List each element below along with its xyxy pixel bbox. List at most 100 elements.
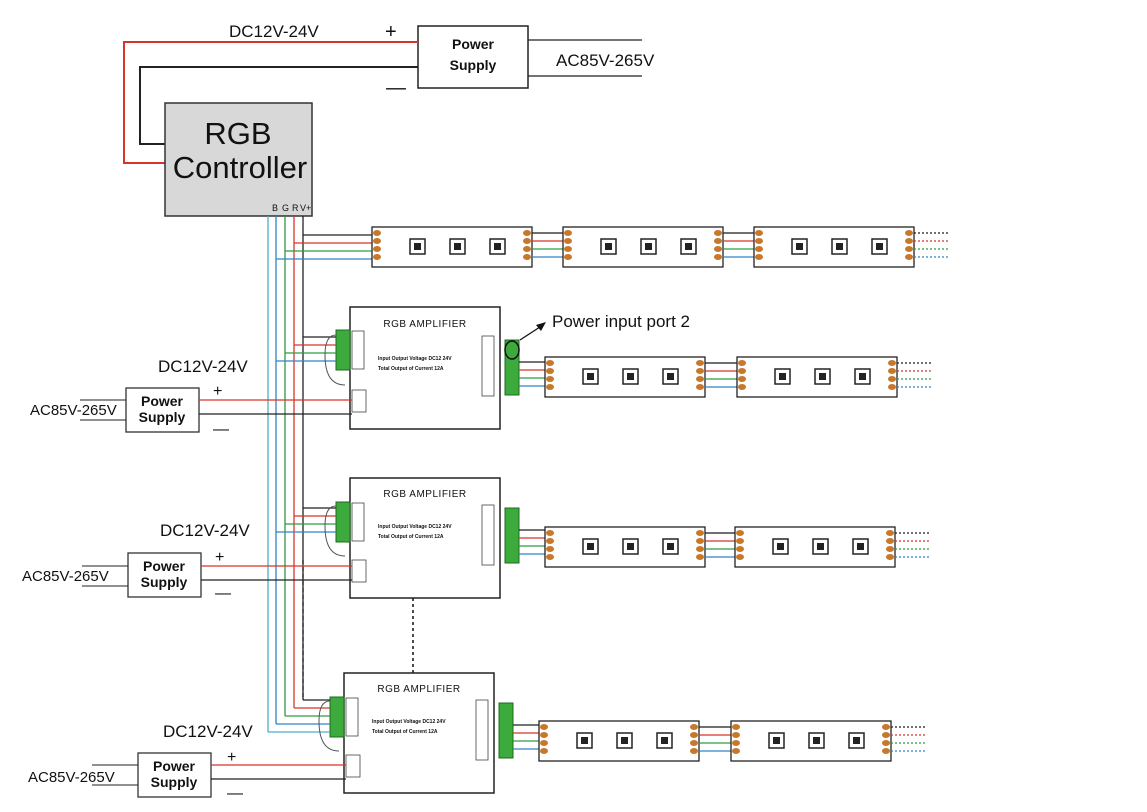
amp1-input-terminal — [335, 329, 351, 371]
led-chip-core — [605, 243, 612, 250]
amp2-output-label-box — [481, 504, 495, 566]
led-chip-core — [667, 373, 674, 380]
amp1-plus: + — [213, 383, 222, 400]
copper-pad — [714, 230, 722, 236]
controller-box — [164, 102, 313, 217]
copper-pad — [888, 368, 896, 374]
copper-pad — [738, 360, 746, 366]
amp1-minus: — — [213, 421, 229, 438]
led-chip-core — [853, 737, 860, 744]
copper-pad — [888, 384, 896, 390]
led-chip-core — [685, 243, 692, 250]
led-chip-core — [819, 373, 826, 380]
amplifier-spec2-1: Total Output of Current 12A — [378, 366, 444, 372]
copper-pad — [690, 748, 698, 754]
copper-pad — [714, 254, 722, 260]
led-strip-segment — [562, 226, 724, 268]
copper-pad — [546, 368, 554, 374]
copper-pad — [540, 724, 548, 730]
rgb-controller: RGB Controller B G R V+ — [164, 102, 313, 217]
led-chip-core — [661, 737, 668, 744]
amp3-ps-label-1: Power — [153, 758, 196, 774]
top-power-section: Power Supply AC85V-265V DC12V-24V + — — [123, 21, 655, 164]
amp3-output-terminal — [498, 702, 514, 759]
led-strip-segment — [544, 356, 706, 398]
copper-pad — [540, 732, 548, 738]
led-chip-core — [621, 737, 628, 744]
amp2-minus: — — [215, 585, 231, 602]
controller-pin-b: B — [272, 203, 278, 213]
copper-pad — [696, 554, 704, 560]
copper-pad — [373, 238, 381, 244]
led-strips — [371, 226, 949, 762]
copper-pad — [690, 740, 698, 746]
amp3-power-terminal — [345, 754, 361, 778]
amplifier-box-2 — [349, 477, 501, 599]
copper-pad — [905, 238, 913, 244]
copper-pad — [882, 724, 890, 730]
amp1-output-label-box — [481, 335, 495, 397]
copper-pad — [736, 546, 744, 552]
top-minus-sign: — — [386, 77, 406, 99]
copper-pad — [696, 384, 704, 390]
copper-pad — [888, 360, 896, 366]
copper-pad — [905, 246, 913, 252]
top-ac-input-label: AC85V-265V — [556, 51, 655, 70]
amp1-output-terminal — [504, 339, 520, 396]
power-input-port-highlight — [504, 340, 520, 360]
amp2-plus: + — [215, 549, 224, 566]
led-strip-segment — [371, 226, 533, 268]
copper-pad — [736, 554, 744, 560]
top-negative-wire — [139, 66, 418, 145]
amp1-ps-label-2: Supply — [139, 409, 186, 425]
amp2-power-supply-box — [127, 552, 202, 598]
copper-pad — [564, 238, 572, 244]
copper-pad — [373, 254, 381, 260]
led-chip-core — [777, 543, 784, 550]
amp1-voltage-label: DC12V-24V — [158, 357, 248, 376]
copper-pad — [738, 376, 746, 382]
copper-pad — [738, 384, 746, 390]
amp3-minus: — — [227, 785, 243, 802]
copper-pad — [523, 246, 531, 252]
top-positive-wire — [123, 41, 418, 164]
copper-pad — [373, 246, 381, 252]
led-strip-segment — [753, 226, 915, 268]
led-chip-core — [587, 373, 594, 380]
led-chip-core — [813, 737, 820, 744]
copper-pad — [546, 554, 554, 560]
amplifier-spec1-1: Input Output Voltage DC12 24V — [378, 356, 452, 362]
led-chip-core — [773, 737, 780, 744]
copper-pad — [755, 230, 763, 236]
amplifier-spec2-2: Total Output of Current 12A — [378, 534, 444, 540]
amp2-power-terminal — [351, 559, 367, 583]
amplifier-stage-2: RGB AMPLIFIER Input Output Voltage DC12 … — [22, 477, 548, 602]
copper-pad — [882, 732, 890, 738]
copper-pad — [888, 376, 896, 382]
led-chip-core — [876, 243, 883, 250]
amplifier-box-1 — [349, 306, 501, 430]
copper-pad — [564, 230, 572, 236]
copper-pad — [564, 246, 572, 252]
copper-pad — [714, 238, 722, 244]
amplifier-title-2: RGB AMPLIFIER — [383, 489, 466, 500]
amplifier-title-1: RGB AMPLIFIER — [383, 319, 466, 330]
amp2-voltage-label: DC12V-24V — [160, 521, 250, 540]
led-strip-segment — [734, 526, 896, 568]
top-plus-sign: + — [385, 21, 397, 43]
copper-pad — [755, 238, 763, 244]
copper-pad — [546, 538, 554, 544]
amp2-ps-label-1: Power — [143, 558, 186, 574]
amp3-ac-label: AC85V-265V — [28, 769, 115, 786]
copper-pad — [882, 740, 890, 746]
amp2-ac-label: AC85V-265V — [22, 568, 109, 585]
row1-wires — [276, 234, 372, 260]
amp3-output-label-box — [475, 699, 489, 761]
amplifier-spec1-3: Input Output Voltage DC12 24V — [372, 719, 446, 725]
led-chip-core — [587, 543, 594, 550]
led-strip-segment — [730, 720, 892, 762]
amp1-power-supply-box — [125, 387, 200, 433]
amplifier-spec2-3: Total Output of Current 12A — [372, 729, 438, 735]
copper-pad — [736, 538, 744, 544]
